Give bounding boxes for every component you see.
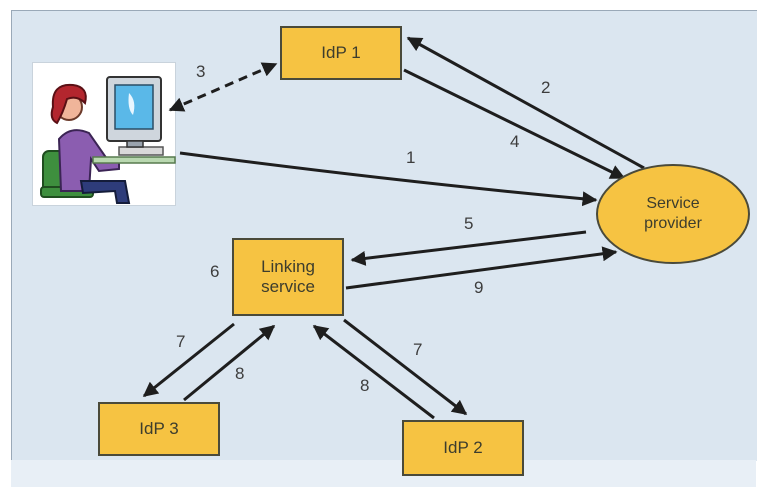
arrow-step-5 bbox=[350, 230, 587, 266]
service-provider-label-line1: Service bbox=[646, 195, 700, 212]
arrow-step-1 bbox=[179, 151, 598, 207]
step-label-2: 2 bbox=[541, 78, 551, 97]
service-provider-label: Service provider bbox=[644, 194, 702, 234]
step-label-5: 5 bbox=[464, 214, 474, 233]
idp3-label: IdP 3 bbox=[139, 419, 179, 438]
bottom-strip bbox=[11, 460, 756, 487]
idp1-node: IdP 1 bbox=[280, 26, 402, 80]
linking-service-label-line1: Linking bbox=[261, 257, 315, 276]
user-icon bbox=[32, 62, 176, 206]
arrow-step-8-idp3 bbox=[183, 324, 276, 402]
step-label-7-left: 7 bbox=[176, 332, 186, 351]
step-label-6: 6 bbox=[210, 262, 220, 281]
step-label-3: 3 bbox=[196, 62, 206, 81]
arrow-step-4 bbox=[403, 68, 626, 180]
idp3-node: IdP 3 bbox=[98, 402, 220, 456]
arrow-step-2 bbox=[406, 36, 645, 170]
user-at-computer-icon bbox=[40, 76, 176, 204]
step-label-8-right: 8 bbox=[360, 376, 370, 395]
step-label-4: 4 bbox=[510, 132, 520, 151]
linking-service-label-line2: service bbox=[261, 277, 315, 296]
linking-service-node: Linking service bbox=[232, 238, 344, 316]
idp1-label: IdP 1 bbox=[321, 43, 361, 62]
arrow-step-8-idp2 bbox=[312, 324, 435, 420]
arrow-step-7-idp3 bbox=[142, 322, 235, 398]
arrow-step-3 bbox=[168, 62, 278, 112]
arrow-step-9 bbox=[345, 246, 618, 290]
linking-service-label: Linking service bbox=[261, 257, 315, 297]
idp2-node: IdP 2 bbox=[402, 420, 524, 476]
arrow-step-7-idp2 bbox=[343, 318, 468, 416]
step-label-9: 9 bbox=[474, 278, 484, 297]
service-provider-label-line2: provider bbox=[644, 215, 702, 232]
idp2-label: IdP 2 bbox=[443, 438, 483, 457]
service-provider-node: Service provider bbox=[596, 164, 750, 264]
step-label-7-right: 7 bbox=[413, 340, 423, 359]
step-label-8-left: 8 bbox=[235, 364, 245, 383]
step-label-1: 1 bbox=[406, 148, 416, 167]
